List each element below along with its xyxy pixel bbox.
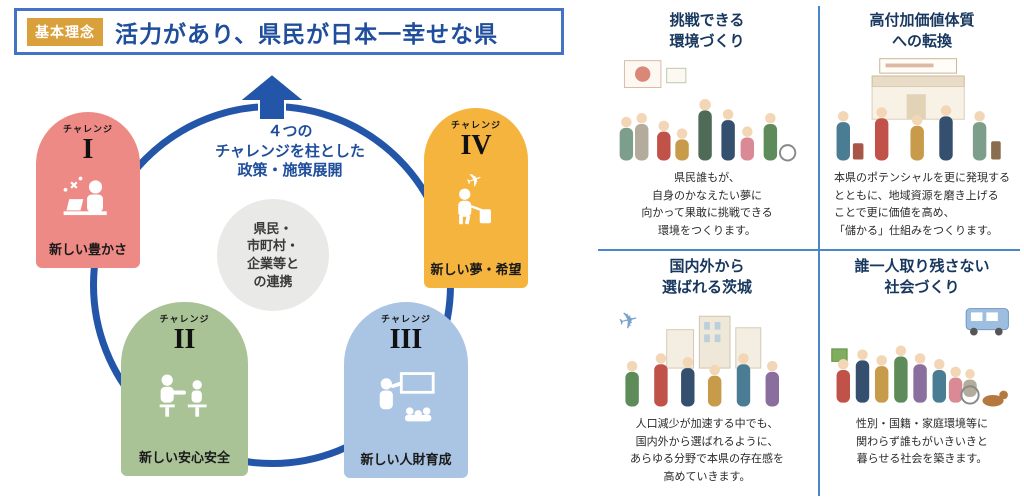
header-box: 基本理念 活力があり、県民が日本一幸せな県: [14, 8, 564, 55]
chosen-ibaraki-illustration: ✈: [616, 305, 779, 407]
worker-laptop-icon: [63, 176, 107, 215]
challenge-card-2: チャレンジ II 新しい安心安全: [121, 302, 248, 476]
challenge-4-tag: チャレンジ: [451, 120, 501, 130]
challenge-4-numeral: IV: [460, 130, 492, 161]
panel-4-description: 性別・国籍・家庭環境等に 関わらず誰もがいきいきと 暮らせる社会を築きます。: [856, 418, 988, 466]
challenge-card-1: チャレンジ I 新しい豊かさ: [36, 112, 140, 268]
panel-2-description: 本県のポテンシャルを更に発現する とともに、地域資源を磨き上げる ことで更に価値…: [834, 172, 1010, 237]
challenge-4-label: 新しい夢・希望: [430, 262, 522, 277]
panel-1-title: 挑戦できる 環境づくり: [669, 12, 745, 50]
challenge-2-tag: チャレンジ: [159, 314, 210, 324]
challenge-card-4: チャレンジ IV ✈ 新しい夢・希望: [424, 108, 528, 288]
challenge-card-3: チャレンジ III 新しい人財育成: [344, 302, 468, 478]
challenge-1-label: 新しい豊かさ: [48, 242, 127, 257]
challenge-3-numeral: III: [389, 324, 423, 355]
challenge-1-numeral: I: [82, 134, 94, 165]
airplane-icon: ✈: [616, 305, 641, 335]
vertical-divider: [818, 6, 820, 496]
horizontal-divider: [598, 249, 1020, 251]
challenge-3-label: 新しい人財育成: [360, 452, 452, 467]
challenge-2-label: 新しい安心安全: [138, 450, 230, 465]
panel-challenge-environment: 挑戦できる 環境づくり 県民誰もが、 自身のかなえたい夢に 向かって果敢に挑戦で…: [600, 10, 814, 246]
traveler-plane-icon: ✈: [458, 167, 491, 225]
challenge-2-numeral: II: [173, 324, 196, 355]
airplane-icon: ✈: [463, 167, 485, 192]
challenge-1-tag: チャレンジ: [63, 124, 113, 134]
up-arrow-icon: [239, 74, 305, 120]
inclusive-society-illustration: [831, 308, 1009, 407]
basic-philosophy-badge: 基本理念: [27, 17, 103, 46]
panel-chosen-ibaraki: 国内外から 選ばれる茨城 ✈ 人口減少が加速する中でも、 国内外から選ばれるよう…: [600, 256, 814, 496]
teacher-blackboard-icon: [379, 371, 435, 422]
doctor-patient-icon: [159, 374, 207, 417]
panel-1-description: 県民誰もが、 自身のかなえたい夢に 向かって果敢に挑戦できる 環境をつくります。: [641, 172, 773, 237]
panel-3-title: 国内外から 選ばれる茨城: [661, 258, 752, 296]
collaboration-text: 県民・ 市町村・ 企業等と の連携: [246, 220, 299, 289]
collaboration-circle: 県民・ 市町村・ 企業等と の連携: [217, 199, 329, 311]
shopping-street-illustration: [836, 58, 1001, 161]
cycle-caption: ４つの チャレンジを柱とした 政策・施策展開: [215, 123, 365, 179]
panel-3-description: 人口減少が加速する中でも、 国内外から選ばれるように、 あらゆる分野で本県の存在…: [630, 418, 784, 483]
page-title: 活力があり、県民が日本一幸せな県: [115, 20, 499, 47]
people-group-illustration: [619, 60, 797, 162]
challenge-3-tag: チャレンジ: [381, 314, 431, 324]
panel-high-added-value: 高付加価値体質 への転換 本県のポテンシャルを更に発現する とともに、地域資源を…: [824, 10, 1020, 246]
panel-4-title: 誰一人取り残さない 社会づくり: [854, 258, 990, 296]
panel-inclusive-society: 誰一人取り残さない 社会づくり 性別・国籍・家庭環境等に 関わらず誰もがいきいき…: [824, 256, 1020, 496]
panel-2-title: 高付加価値体質 への転換: [869, 12, 975, 50]
